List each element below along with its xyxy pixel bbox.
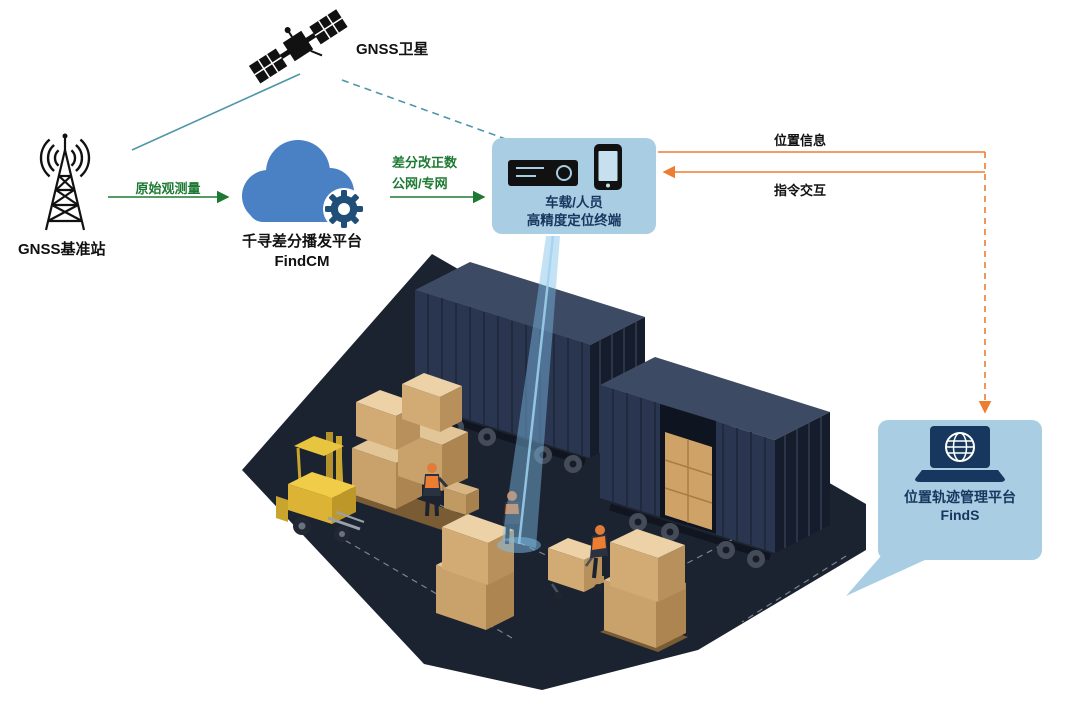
satellite-to-terminal-link <box>341 79 515 143</box>
shipping-container-b <box>600 357 830 568</box>
cloud-platform-name: 千寻差分播发平台 <box>241 233 362 250</box>
platform-node-label: 位置轨迹管理平台 FindS <box>904 488 1016 524</box>
warehouse-scene <box>242 235 866 690</box>
receiver-device-icon <box>508 160 578 186</box>
platform-node: 位置轨迹管理平台 FindS <box>878 420 1042 560</box>
terminal-node-icons <box>508 144 622 190</box>
terminal-node-label: 车载/人员 高精度定位终端 <box>527 194 622 229</box>
forklift <box>276 432 365 542</box>
terminal-line2: 高精度定位终端 <box>526 212 622 228</box>
terminal-node: 车载/人员 高精度定位终端 <box>492 138 656 234</box>
raw-observation-label: 原始观测量 <box>135 181 201 196</box>
warehouse-ground <box>242 254 866 690</box>
satellite-icon <box>248 9 348 84</box>
position-info-label: 位置信息 <box>773 133 826 148</box>
worker-figure-2 <box>503 491 521 545</box>
globe-icon <box>945 432 975 462</box>
cloud-platform-label: 千寻差分播发平台 FindCM <box>210 232 394 273</box>
smartphone-icon <box>594 144 622 190</box>
laptop-globe-icon <box>915 426 1005 482</box>
worker-figure-1 <box>423 463 479 517</box>
cloud-icon <box>242 140 365 230</box>
pallet-stack-center <box>436 514 514 630</box>
worker-figure-3 <box>590 525 608 579</box>
connector-lines <box>108 73 992 414</box>
finds-bubble-tail <box>846 548 938 596</box>
pallet-jack-group <box>548 525 608 600</box>
corrections-label: 差分改正数 公网/专网 <box>392 152 457 195</box>
command-interaction-label: 指令交互 <box>773 183 826 198</box>
terminal-line1: 车载/人员 <box>545 195 603 210</box>
corrections-line2: 公网/专网 <box>392 176 448 192</box>
cloud-platform-product: FindCM <box>274 253 330 271</box>
gear-icon <box>325 190 363 228</box>
satellite-label: GNSS卫星 <box>356 41 429 58</box>
positioning-beam <box>497 235 560 553</box>
base-station-label: GNSS基准站 <box>18 241 106 258</box>
satellite-to-base-link <box>131 73 301 151</box>
platform-product: FindS <box>940 507 980 524</box>
platform-name: 位置轨迹管理平台 <box>904 489 1016 505</box>
corrections-line1: 差分改正数 <box>392 155 458 170</box>
pallet-stack-right <box>600 529 688 652</box>
radio-tower-icon <box>39 133 91 231</box>
